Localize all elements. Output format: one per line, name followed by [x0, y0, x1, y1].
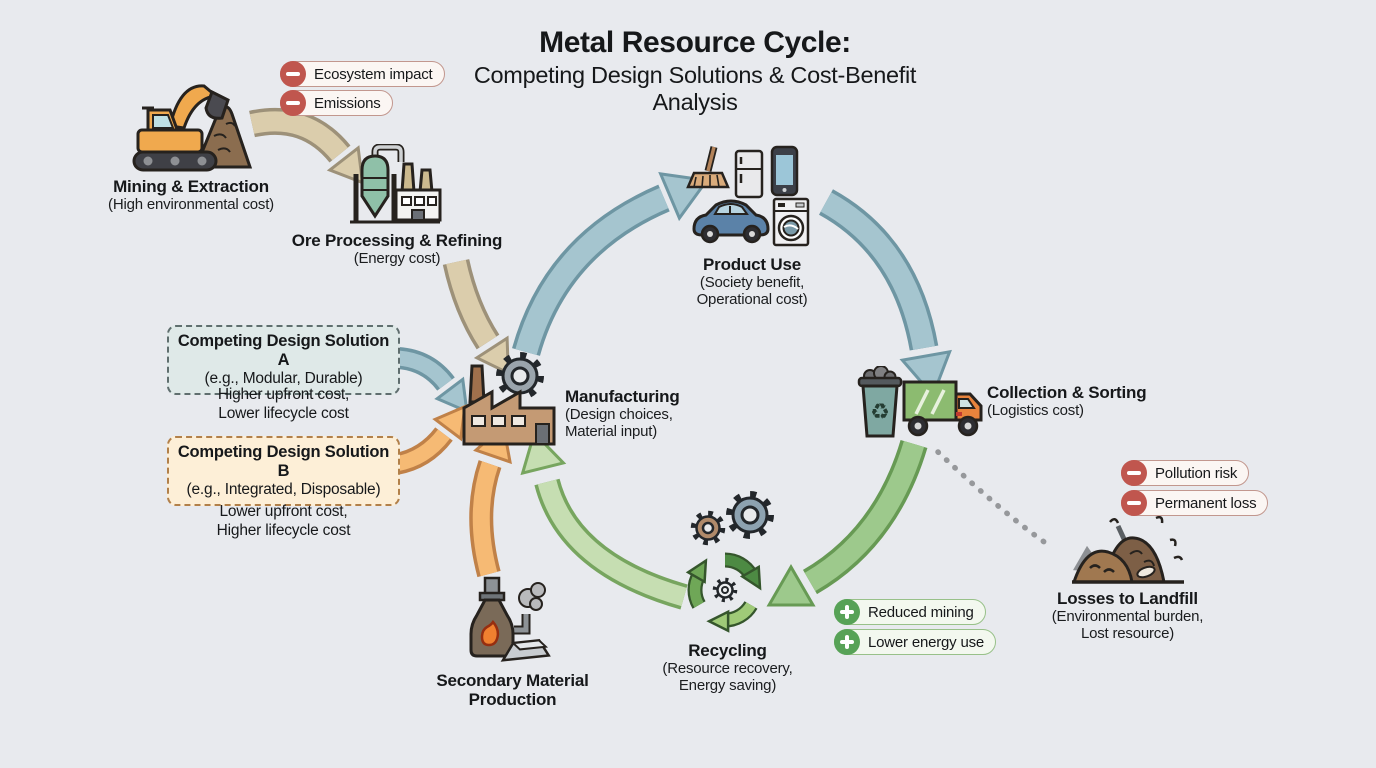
- arrow-mining-to-ore: [249, 107, 365, 185]
- chimney: [400, 162, 416, 194]
- solution-subtitle: (e.g., Modular, Durable): [204, 370, 363, 387]
- badge-label: Reduced mining: [868, 603, 974, 621]
- badge-label: Permanent loss: [1155, 494, 1257, 512]
- fridge-icon: [734, 149, 764, 199]
- node-subtitle: (Society benefit, Operational cost): [696, 274, 808, 309]
- gear-icon: [712, 577, 738, 603]
- badge-permanent-loss: Permanent loss: [1121, 490, 1269, 516]
- landfill-label: Losses to Landfill (Environmental burden…: [1005, 589, 1250, 643]
- smoke-icon: [518, 582, 546, 611]
- badge-label: Emissions: [314, 94, 381, 112]
- factory-building: [462, 389, 556, 446]
- solution-subtitle: (e.g., Integrated, Disposable): [186, 481, 381, 498]
- node-title: Losses to Landfill: [1057, 589, 1198, 608]
- front-mound: [1071, 549, 1134, 584]
- node-title: Secondary Material Production: [436, 671, 589, 710]
- node-subtitle: (Design choices, Material input): [565, 406, 673, 441]
- node-subtitle: (Resource recovery, Energy saving): [662, 660, 793, 695]
- page-title: Metal Resource Cycle:: [539, 26, 851, 59]
- gear-icon: [496, 352, 544, 400]
- badge-pollution-risk: Pollution risk: [1121, 460, 1250, 486]
- badge-reduced-mining: Reduced mining: [834, 599, 986, 625]
- solution-title: Competing Design Solution A: [177, 332, 390, 369]
- recycle-symbol-icon: [685, 552, 762, 633]
- arrow-product-to-collection: [818, 189, 952, 399]
- ore-label: Ore Processing & Refining (Energy cost): [262, 231, 532, 267]
- gear-icon: [690, 510, 726, 546]
- solution-title: Competing Design Solution B: [177, 443, 390, 480]
- minus-icon: [1121, 460, 1147, 486]
- node-subtitle: (Logistics cost): [987, 402, 1084, 420]
- gear-icon: [726, 491, 774, 539]
- svg-text:♻: ♻: [870, 400, 890, 425]
- broom-icon: [686, 146, 730, 189]
- garbage-truck-icon: [902, 380, 983, 437]
- ingot-icon: [500, 639, 551, 662]
- badge-label: Pollution risk: [1155, 464, 1238, 482]
- node-title: Ore Processing & Refining: [291, 231, 503, 250]
- products-icon: [686, 145, 810, 247]
- recycling-label: Recycling (Resource recovery, Energy sav…: [605, 641, 850, 695]
- phone-icon: [770, 145, 799, 197]
- node-subtitle: (High environmental cost): [108, 196, 274, 214]
- page-subtitle: Competing Design Solutions & Cost-Benefi…: [473, 62, 917, 115]
- recycle-gears-icon: [685, 491, 774, 633]
- product-label: Product Use (Society benefit, Operationa…: [617, 255, 887, 309]
- solution-a-box: Competing Design Solution A (e.g., Modul…: [167, 325, 400, 395]
- arrow-solution-b-to-manufacturing: [393, 404, 467, 475]
- header: Metal Resource Cycle: Competing Design S…: [400, 26, 990, 116]
- badge-label: Lower energy use: [868, 633, 985, 651]
- plus-icon: [834, 599, 860, 625]
- node-title: Collection & Sorting: [987, 383, 1147, 402]
- mining-label: Mining & Extraction (High environmental …: [56, 177, 326, 213]
- refinery-icon: [350, 144, 442, 224]
- node-title: Mining & Extraction: [113, 177, 269, 196]
- solution-b-box: Competing Design Solution B (e.g., Integ…: [167, 436, 400, 506]
- flame-icon: [480, 619, 500, 647]
- node-subtitle: (Environmental burden, Lost resource): [1051, 608, 1204, 643]
- arrow-solution-a-to-manufacturing: [396, 347, 469, 414]
- excavator-icon: [132, 84, 253, 172]
- arrow-ore-to-manufacturing: [442, 259, 510, 376]
- furnace-icon: [469, 576, 551, 662]
- node-title: Manufacturing: [565, 387, 680, 406]
- arrow-collection-to-recycling: [766, 439, 928, 607]
- minus-icon: [280, 61, 306, 87]
- car-icon: [692, 199, 770, 244]
- solution-a-note: Higher upfront cost, Lower lifecycle cos…: [217, 386, 350, 422]
- arrow-recycling-to-manufacturing: [520, 430, 688, 610]
- secondary-label: Secondary Material Production: [390, 671, 635, 710]
- landfill-icon: [1071, 515, 1184, 584]
- node-subtitle: (Energy cost): [353, 250, 441, 268]
- minus-icon: [1121, 490, 1147, 516]
- badge-emissions: Emissions: [280, 90, 393, 116]
- node-title: Recycling: [688, 641, 767, 660]
- badge-ecosystem-impact: Ecosystem impact: [280, 61, 445, 87]
- silo: [360, 154, 390, 219]
- badge-lower-energy-use: Lower energy use: [834, 629, 997, 655]
- minus-icon: [280, 90, 306, 116]
- badge-label: Ecosystem impact: [314, 65, 433, 83]
- trash-bin-icon: ♻: [857, 366, 903, 438]
- washer-icon: [772, 197, 810, 247]
- bin-truck-icon: ♻: [857, 366, 983, 438]
- plus-icon: [834, 629, 860, 655]
- node-title: Product Use: [703, 255, 801, 274]
- solution-b-note: Lower upfront cost, Higher lifecycle cos…: [216, 503, 351, 539]
- collection-label: Collection & Sorting (Logistics cost): [987, 383, 1177, 419]
- bucket: [204, 89, 230, 120]
- manufacturing-label: Manufacturing (Design choices, Material …: [565, 387, 735, 441]
- factory-gear-icon: [462, 352, 556, 446]
